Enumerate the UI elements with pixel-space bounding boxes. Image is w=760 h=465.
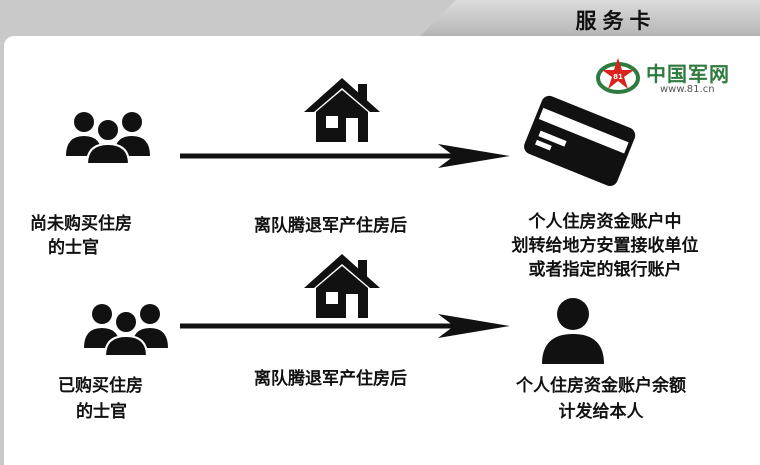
house-icon	[304, 78, 380, 142]
logo-name: 中国军网	[646, 62, 730, 86]
header-title: 服务卡	[575, 9, 657, 33]
person-icon	[542, 298, 604, 364]
result-line-2: 划转给地方安置接收单位	[511, 236, 699, 256]
bank-card-icon	[524, 95, 636, 186]
subject-line-1: 尚未购买住房	[30, 214, 132, 234]
arrow-icon	[180, 314, 510, 338]
logo-emblem: 81	[596, 58, 640, 94]
condition-label: 离队腾退军产住房后	[254, 369, 407, 389]
condition-label: 离队腾退军产住房后	[254, 216, 407, 236]
logo-url: www.81.cn	[660, 84, 715, 95]
subject-line-2: 的士官	[76, 402, 127, 422]
arrow-icon	[180, 144, 510, 168]
group-people-icon	[84, 304, 168, 357]
house-icon	[304, 254, 380, 318]
result-line-3: 或者指定的银行账户	[528, 260, 682, 280]
group-people-icon	[66, 112, 150, 165]
svg-text:81: 81	[613, 73, 623, 81]
result-line-1: 个人住房资金账户余额	[516, 376, 686, 396]
result-line-2: 计发给本人	[558, 402, 644, 422]
header-tab	[420, 0, 760, 36]
content-panel	[4, 36, 760, 465]
subject-line-2: 的士官	[48, 238, 99, 258]
subject-line-1: 已购买住房	[58, 376, 143, 396]
result-line-1: 个人住房资金账户中	[528, 212, 682, 232]
